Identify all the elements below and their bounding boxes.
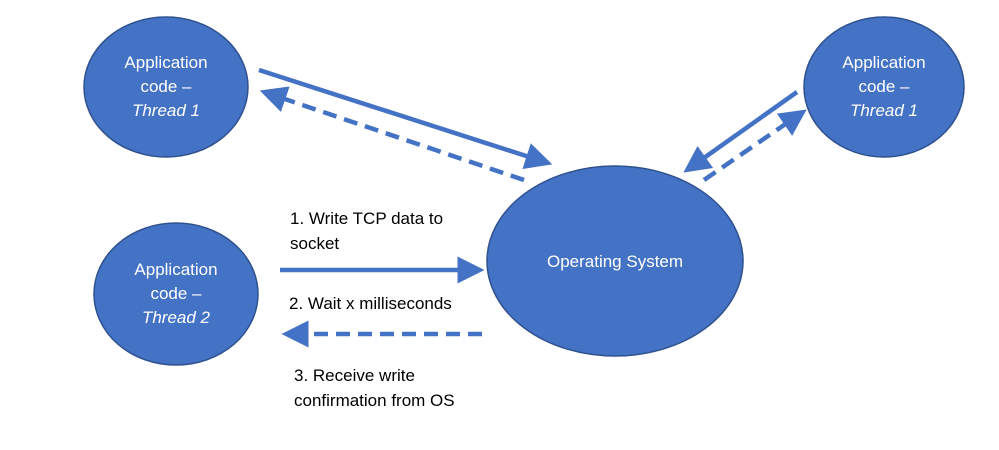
arrow-os-to-thread1-right xyxy=(702,109,807,182)
node-thread1-right-line2: code – xyxy=(858,77,910,96)
node-thread1-right-line1: Application xyxy=(842,53,925,72)
node-thread1-left-shape xyxy=(83,16,249,158)
node-thread1-right: Application code – Thread 1 xyxy=(803,16,965,158)
node-thread2-line1: Application xyxy=(134,260,217,279)
step2-label: 2. Wait x milliseconds xyxy=(289,294,452,313)
step1-label-line2: socket xyxy=(290,234,339,253)
step1-label: 1. Write TCP data to socket xyxy=(290,209,443,253)
node-os: Operating System xyxy=(486,165,744,357)
node-thread1-left-line3: Thread 1 xyxy=(132,101,200,120)
arrow-thread1-left-to-os xyxy=(258,67,553,169)
node-thread1-left-line2: code – xyxy=(140,77,192,96)
node-os-label: Operating System xyxy=(547,252,683,271)
node-thread2-line3: Thread 2 xyxy=(142,308,211,327)
step3-label: 3. Receive write confirmation from OS xyxy=(294,366,455,410)
step3-label-line1: 3. Receive write xyxy=(294,366,415,385)
node-thread1-right-shape xyxy=(803,16,965,158)
step1-label-line1: 1. Write TCP data to xyxy=(290,209,443,228)
node-thread2: Application code – Thread 2 xyxy=(93,222,259,366)
node-thread1-left: Application code – Thread 1 xyxy=(83,16,249,158)
node-thread1-left-line1: Application xyxy=(124,53,207,72)
node-thread2-shape xyxy=(93,222,259,366)
arrow-thread1-right-to-os xyxy=(683,90,799,173)
node-thread1-right-line3: Thread 1 xyxy=(850,101,918,120)
node-os-shape xyxy=(486,165,744,357)
node-thread2-line2: code – xyxy=(150,284,202,303)
arrow-os-to-thread1-left xyxy=(259,86,525,183)
step3-label-line2: confirmation from OS xyxy=(294,391,455,410)
step2-label-line1: 2. Wait x milliseconds xyxy=(289,294,452,313)
